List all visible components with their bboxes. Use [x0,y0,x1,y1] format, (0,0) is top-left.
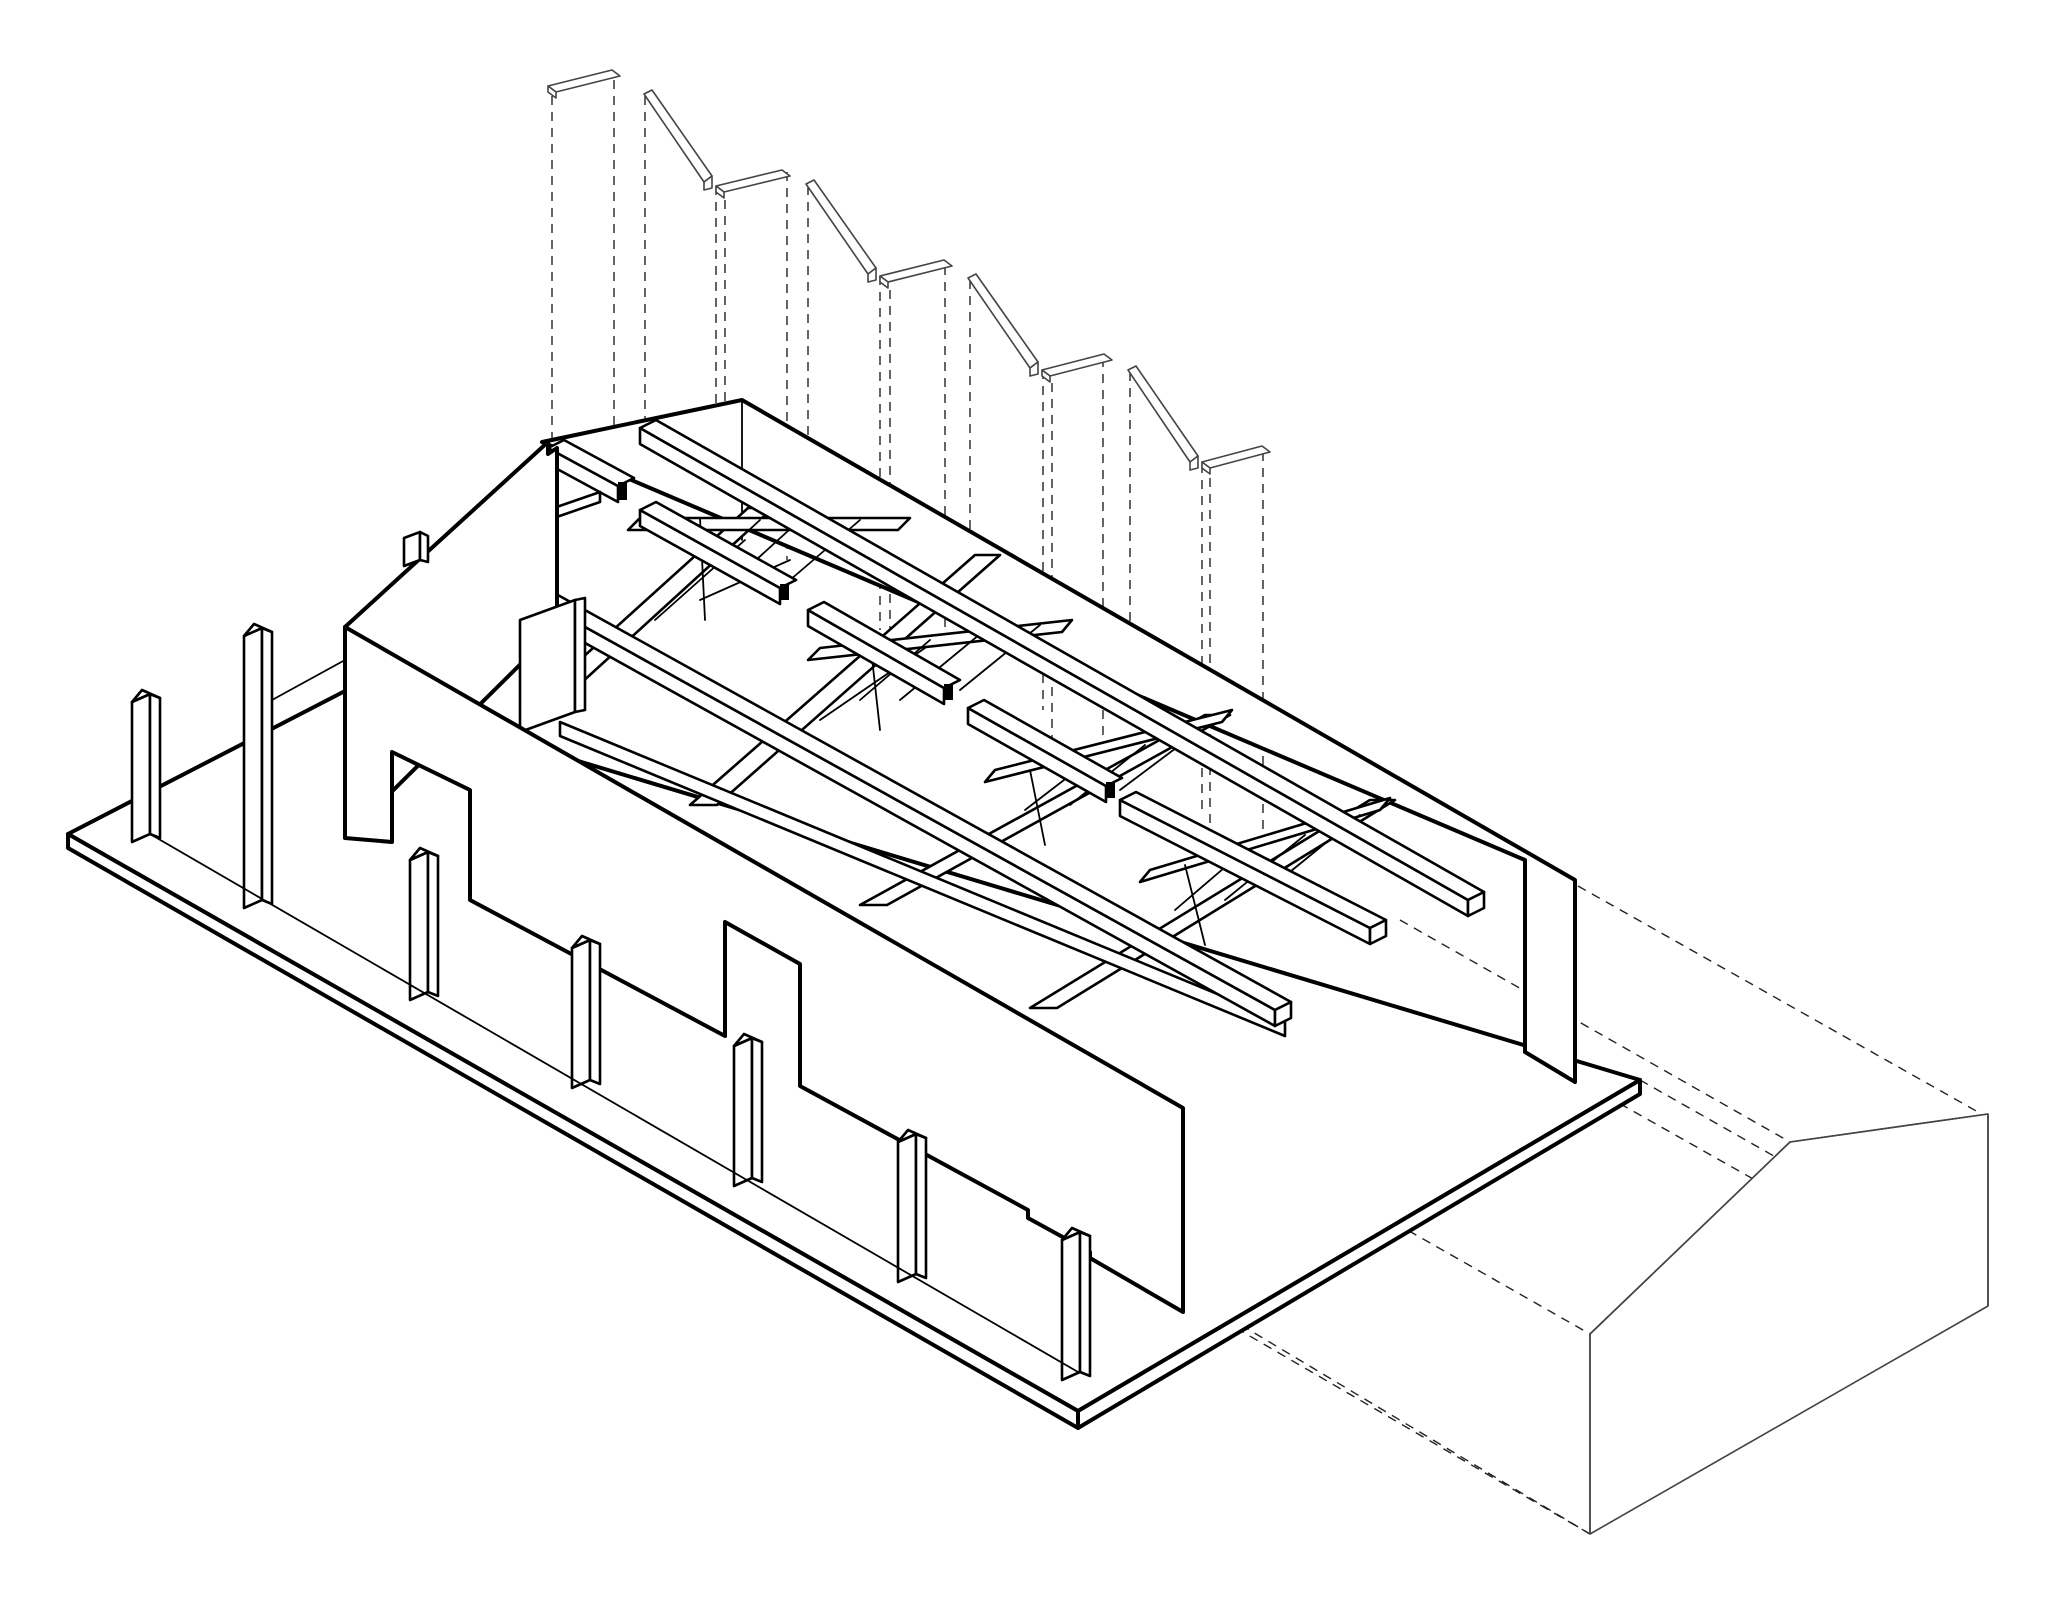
purlin-right [1118,790,1388,946]
roof-cap-sloped-2 [805,179,877,283]
column-1 [130,688,162,844]
roof-cap-flat-3 [879,259,953,289]
column-2 [242,622,274,910]
roof-purlins [448,418,1486,1028]
front-columns [130,530,1092,1382]
outer-shell-ghost [1589,1113,1989,1535]
column-3 [402,530,430,568]
roof-cap-flat-4 [1041,353,1113,383]
exploded-roof-caps [547,69,1271,475]
roof-cap-flat-1 [547,69,621,99]
purlin-mid-upper [638,500,798,606]
roof-cap-flat-2 [715,169,791,199]
column-7 [896,1128,928,1284]
purlin-top [638,418,1486,918]
front-long-wall [343,625,1185,1314]
column-8 [1060,1226,1092,1382]
column-4 [408,846,440,1002]
purlin-mid-lower [966,698,1124,804]
roof-cap-sloped-3 [967,273,1039,377]
roof-cap-sloped-4 [1127,365,1199,471]
roof-cap-sloped-1 [643,89,713,191]
column-6 [732,1032,764,1188]
column-5 [570,934,602,1090]
roof-cap-flat-5 [1201,445,1271,475]
purlin-mid [806,600,962,706]
